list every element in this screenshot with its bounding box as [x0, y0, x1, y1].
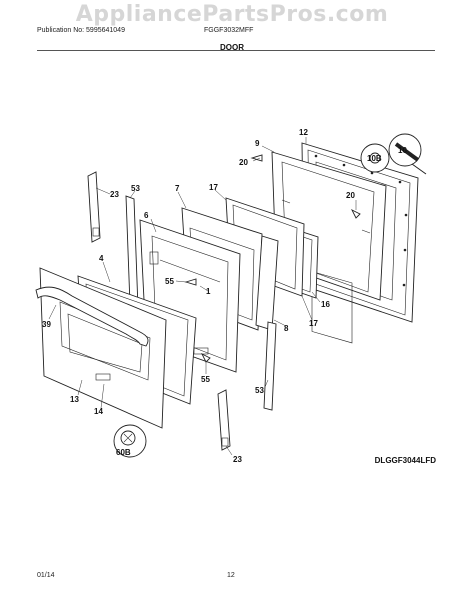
callouts: 9 12 10B 10 20 20 23 53 7 17 6 4 55 1 16…: [42, 128, 407, 464]
part-13-outer-door: [39, 267, 167, 429]
footer-date: 01/14: [37, 572, 55, 579]
callout-23-upper: 23: [110, 190, 119, 199]
callout-17-upper: 17: [209, 183, 218, 192]
publication-number: Publication No: 5995641049: [37, 27, 125, 34]
model-number: FGGF3032MFF: [204, 27, 254, 34]
part-23-upper-hinge: [87, 171, 101, 243]
callout-23-lower: 23: [233, 455, 242, 464]
callout-60b: 60B: [116, 448, 131, 457]
page-number: 12: [227, 572, 235, 579]
callout-4: 4: [99, 254, 104, 263]
part-10b-washer: [360, 143, 390, 173]
part-39-door-handle: [35, 286, 149, 347]
callout-10: 10: [398, 146, 407, 155]
section-title: DOOR: [220, 43, 244, 52]
part-60b-fastener: [113, 424, 147, 458]
leader-lines: [48, 137, 357, 456]
watermark: AppliancePartsPros.com: [75, 2, 389, 27]
callout-13: 13: [70, 395, 79, 404]
callout-1: 1: [206, 287, 211, 296]
callout-6: 6: [144, 211, 149, 220]
callout-39: 39: [42, 320, 51, 329]
callout-53-lower: 53: [255, 386, 264, 395]
callout-20-lower: 20: [346, 191, 355, 200]
diagram-code: DLGGF3044LFD: [374, 456, 436, 465]
part-20-screws: [250, 154, 361, 219]
callout-53-upper: 53: [131, 184, 140, 193]
callout-10b: 10B: [367, 154, 382, 163]
part-53-right-channel: [263, 321, 277, 411]
callout-55-lower: 55: [201, 375, 210, 384]
callout-12: 12: [299, 128, 308, 137]
part-53-left-channel: [125, 195, 139, 309]
part-23-lower-hinge: [217, 389, 231, 451]
callout-20-upper: 20: [239, 158, 248, 167]
callout-9: 9: [255, 139, 260, 148]
header-rule: [37, 50, 435, 51]
callout-14: 14: [94, 407, 103, 416]
part-55-screws: [184, 278, 211, 363]
callout-7: 7: [175, 184, 180, 193]
callout-8: 8: [284, 324, 289, 333]
callout-55-upper: 55: [165, 277, 174, 286]
callout-17-lower: 17: [309, 319, 318, 328]
callout-16: 16: [321, 300, 330, 309]
part-10-screw: [388, 133, 427, 175]
